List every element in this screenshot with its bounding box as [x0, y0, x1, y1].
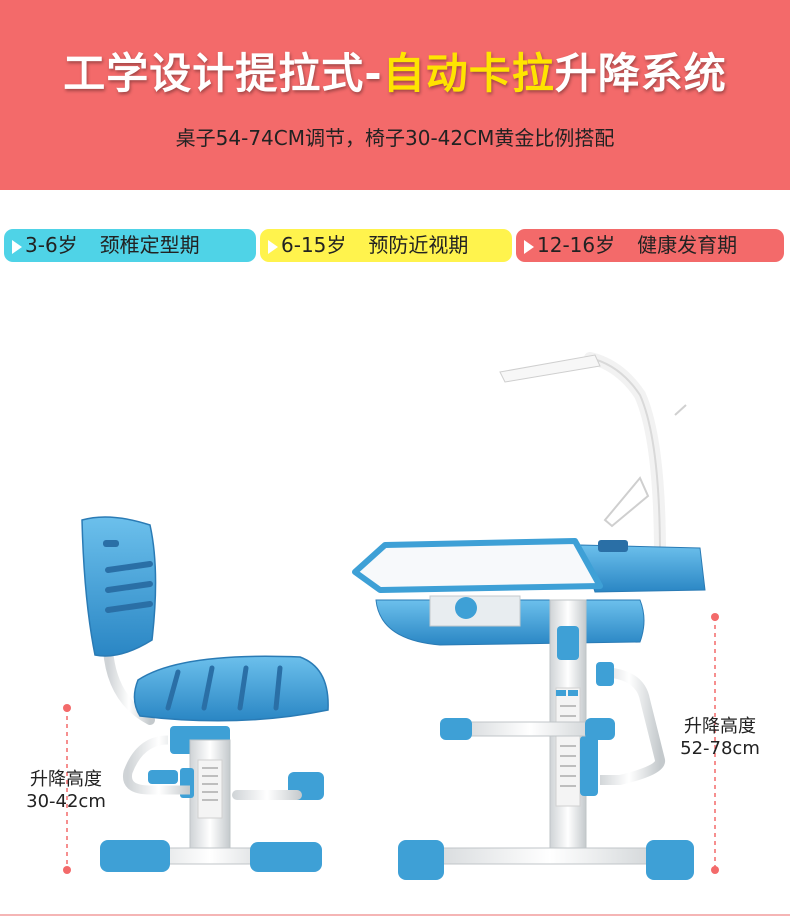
age-range: 12-16岁 [537, 233, 616, 257]
age-range: 3-6岁 [25, 233, 78, 257]
age-stage-label: 预防近视期 [368, 233, 469, 257]
age-tag-1: 3-6岁颈椎定型期 [4, 229, 256, 262]
desk-height-label: 升降高度 52-78cm [664, 716, 776, 760]
age-tag-2: 6-15岁预防近视期 [260, 229, 512, 262]
title-highlight: 自动卡拉 [382, 49, 555, 98]
chair-height-indicator [63, 704, 71, 874]
age-range: 6-15岁 [281, 233, 347, 257]
chair-height-title: 升降高度 [30, 769, 102, 790]
title-part-1: 工学设计提拉式- [63, 49, 383, 98]
desk [352, 352, 706, 880]
header-banner: 工学设计提拉式-自动卡拉升降系统 桌子54-74CM调节，椅子30-42CM黄金… [0, 0, 790, 190]
chair [81, 516, 329, 872]
play-triangle-icon [12, 239, 22, 254]
banner-title: 工学设计提拉式-自动卡拉升降系统 [0, 40, 790, 101]
desk-height-indicator [711, 613, 719, 874]
desk-chair-illustration [63, 352, 719, 880]
play-triangle-icon [268, 239, 278, 254]
age-tag-3: 12-16岁健康发育期 [516, 229, 784, 262]
chair-height-range: 30-42cm [26, 791, 106, 812]
title-part-2: 升降系统 [554, 49, 727, 98]
age-stage-label: 健康发育期 [637, 233, 738, 257]
age-stage-label: 颈椎定型期 [99, 233, 200, 257]
desk-height-title: 升降高度 [684, 716, 756, 737]
chair-height-label: 升降高度 30-42cm [14, 769, 118, 813]
banner-subtitle: 桌子54-74CM调节，椅子30-42CM黄金比例搭配 [175, 126, 615, 150]
bottom-divider [0, 914, 790, 916]
desk-height-range: 52-78cm [680, 738, 760, 759]
play-triangle-icon [524, 239, 534, 254]
